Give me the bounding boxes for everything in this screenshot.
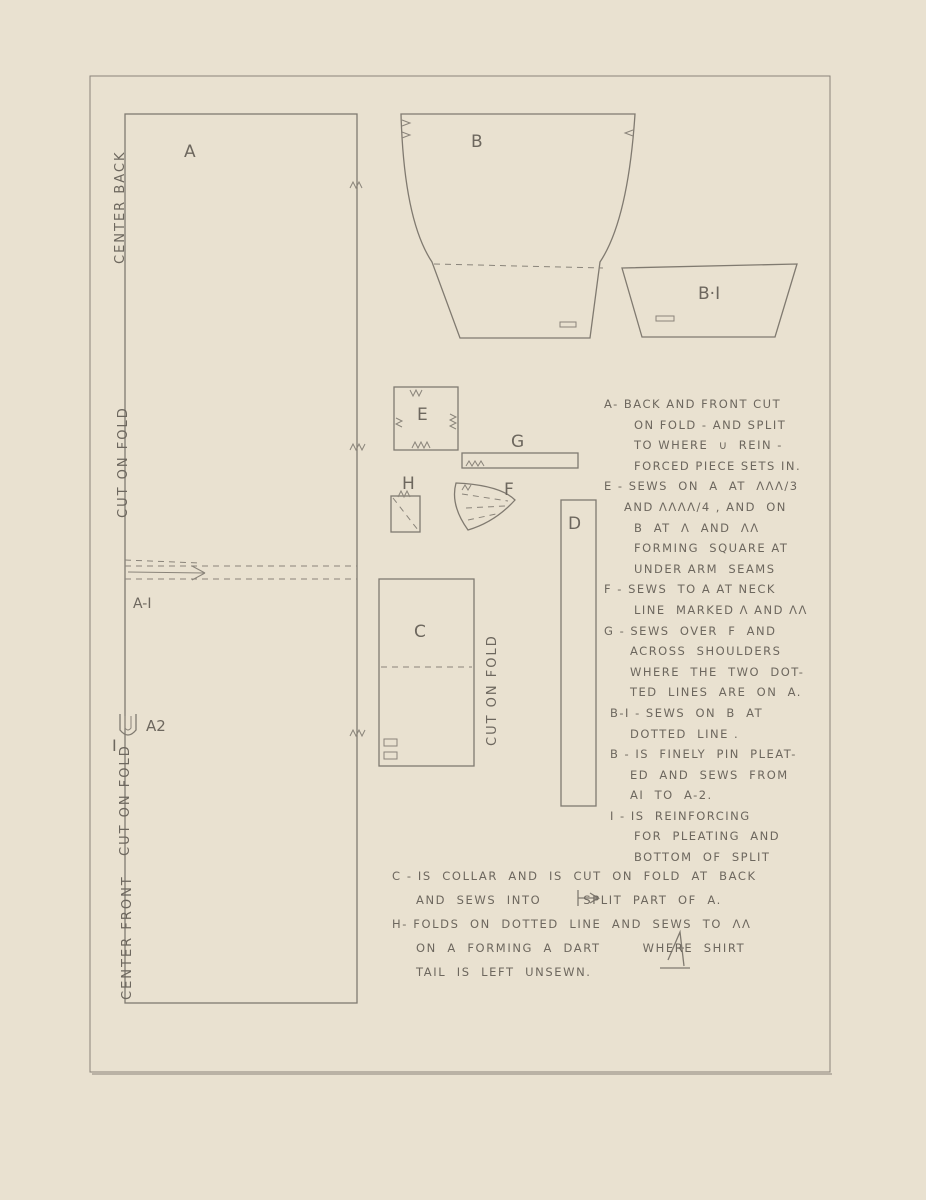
- cut-on-fold-upper-label: CUT ON FOLD: [116, 406, 131, 518]
- instruction-line: B-I - SEWS ON B AT: [610, 705, 764, 720]
- instruction-line: FORMING SQUARE AT: [634, 541, 789, 556]
- collar-fold-label: CUT ON FOLD: [485, 634, 500, 746]
- piece-a-label: A: [184, 142, 196, 162]
- notch-mark: [349, 442, 366, 452]
- piece-c-label: C: [414, 622, 426, 642]
- piece-b1: [621, 263, 798, 338]
- instruction-line: ED AND SEWS FROM: [630, 767, 789, 782]
- instruction-line: AI TO A-2.: [630, 788, 713, 803]
- instruction-line: AND ΛΛΛΛ/4 , AND ON: [624, 499, 787, 514]
- piece-d: [560, 499, 597, 807]
- sheet-border: [89, 75, 831, 1073]
- piece-b: [400, 113, 636, 339]
- piece-c: [378, 578, 475, 767]
- reinforcing-u-mark: [119, 714, 137, 736]
- dart-mark: [660, 929, 690, 969]
- instruction-line: E - SEWS ON A AT ΛΛΛ/3: [604, 479, 799, 494]
- piece-a: [119, 113, 366, 1004]
- piece-d-label: D: [568, 514, 582, 534]
- split-arrow-mark: [577, 890, 601, 906]
- instruction-line: TO WHERE ∪ REIN -: [634, 438, 783, 453]
- instruction-line: LINE MARKED Λ AND ΛΛ: [634, 602, 808, 617]
- cut-on-fold-lower-label: CUT ON FOLD: [118, 744, 133, 856]
- piece-g-label: G: [511, 432, 525, 452]
- piece-f-label: F: [504, 480, 514, 500]
- piece-b-label: B: [471, 132, 483, 152]
- instruction-line: FORCED PIECE SETS IN.: [634, 458, 802, 473]
- instruction-line: FOR PLEATING AND: [634, 829, 781, 844]
- instruction-line: C - IS COLLAR AND IS CUT ON FOLD AT BACK: [392, 869, 757, 883]
- instruction-line: AND SEWS INTO SPLIT PART OF A.: [416, 893, 722, 907]
- center-front-label: CENTER FRONT: [120, 875, 135, 1000]
- a1-label: A-I: [133, 596, 152, 612]
- piece-b1-label: B·I: [698, 284, 721, 304]
- piece-h: [390, 489, 421, 533]
- instruction-line: I - IS REINFORCING: [610, 808, 751, 823]
- instruction-line: DOTTED LINE .: [630, 726, 740, 741]
- instruction-line: B AT Λ AND ΛΛ: [634, 520, 760, 535]
- piece-e: [393, 386, 459, 451]
- instruction-line: BOTTOM OF SPLIT: [634, 850, 771, 865]
- instruction-line: G - SEWS OVER F AND: [604, 623, 777, 638]
- split-notch: [127, 565, 206, 581]
- piece-e-label: E: [417, 405, 428, 425]
- instruction-line: A- BACK AND FRONT CUT: [604, 397, 782, 411]
- instruction-line: TED LINES ARE ON A.: [630, 685, 802, 700]
- center-back-label: CENTER BACK: [113, 150, 128, 264]
- instruction-line: ON FOLD - AND SPLIT: [634, 417, 787, 432]
- instruction-line: UNDER ARM SEAMS: [634, 561, 776, 576]
- instruction-line: B - IS FINELY PIN PLEAT-: [610, 747, 797, 762]
- instruction-line: ON A FORMING A DART WHERE SHIRT: [416, 941, 746, 955]
- instruction-line: TAIL IS LEFT UNSEWN.: [416, 965, 592, 979]
- notch-mark: [349, 728, 366, 738]
- instruction-line: WHERE THE TWO DOT-: [630, 664, 805, 679]
- a2-label: A2: [146, 717, 166, 735]
- bottom-instructions: C - IS COLLAR AND IS CUT ON FOLD AT BACK…: [392, 864, 824, 984]
- piece-f: [453, 482, 516, 531]
- instruction-line: ACROSS SHOULDERS: [630, 644, 782, 659]
- instructions-column: A- BACK AND FRONT CUT ON FOLD - AND SPLI…: [604, 394, 826, 868]
- piece-g: [461, 452, 579, 469]
- i-label: I: [112, 736, 117, 755]
- instruction-line: F - SEWS TO A AT NECK: [604, 582, 776, 597]
- piece-h-label: H: [402, 474, 415, 494]
- instruction-line: H- FOLDS ON DOTTED LINE AND SEWS TO ΛΛ: [392, 917, 752, 931]
- notch-mark: [349, 180, 363, 190]
